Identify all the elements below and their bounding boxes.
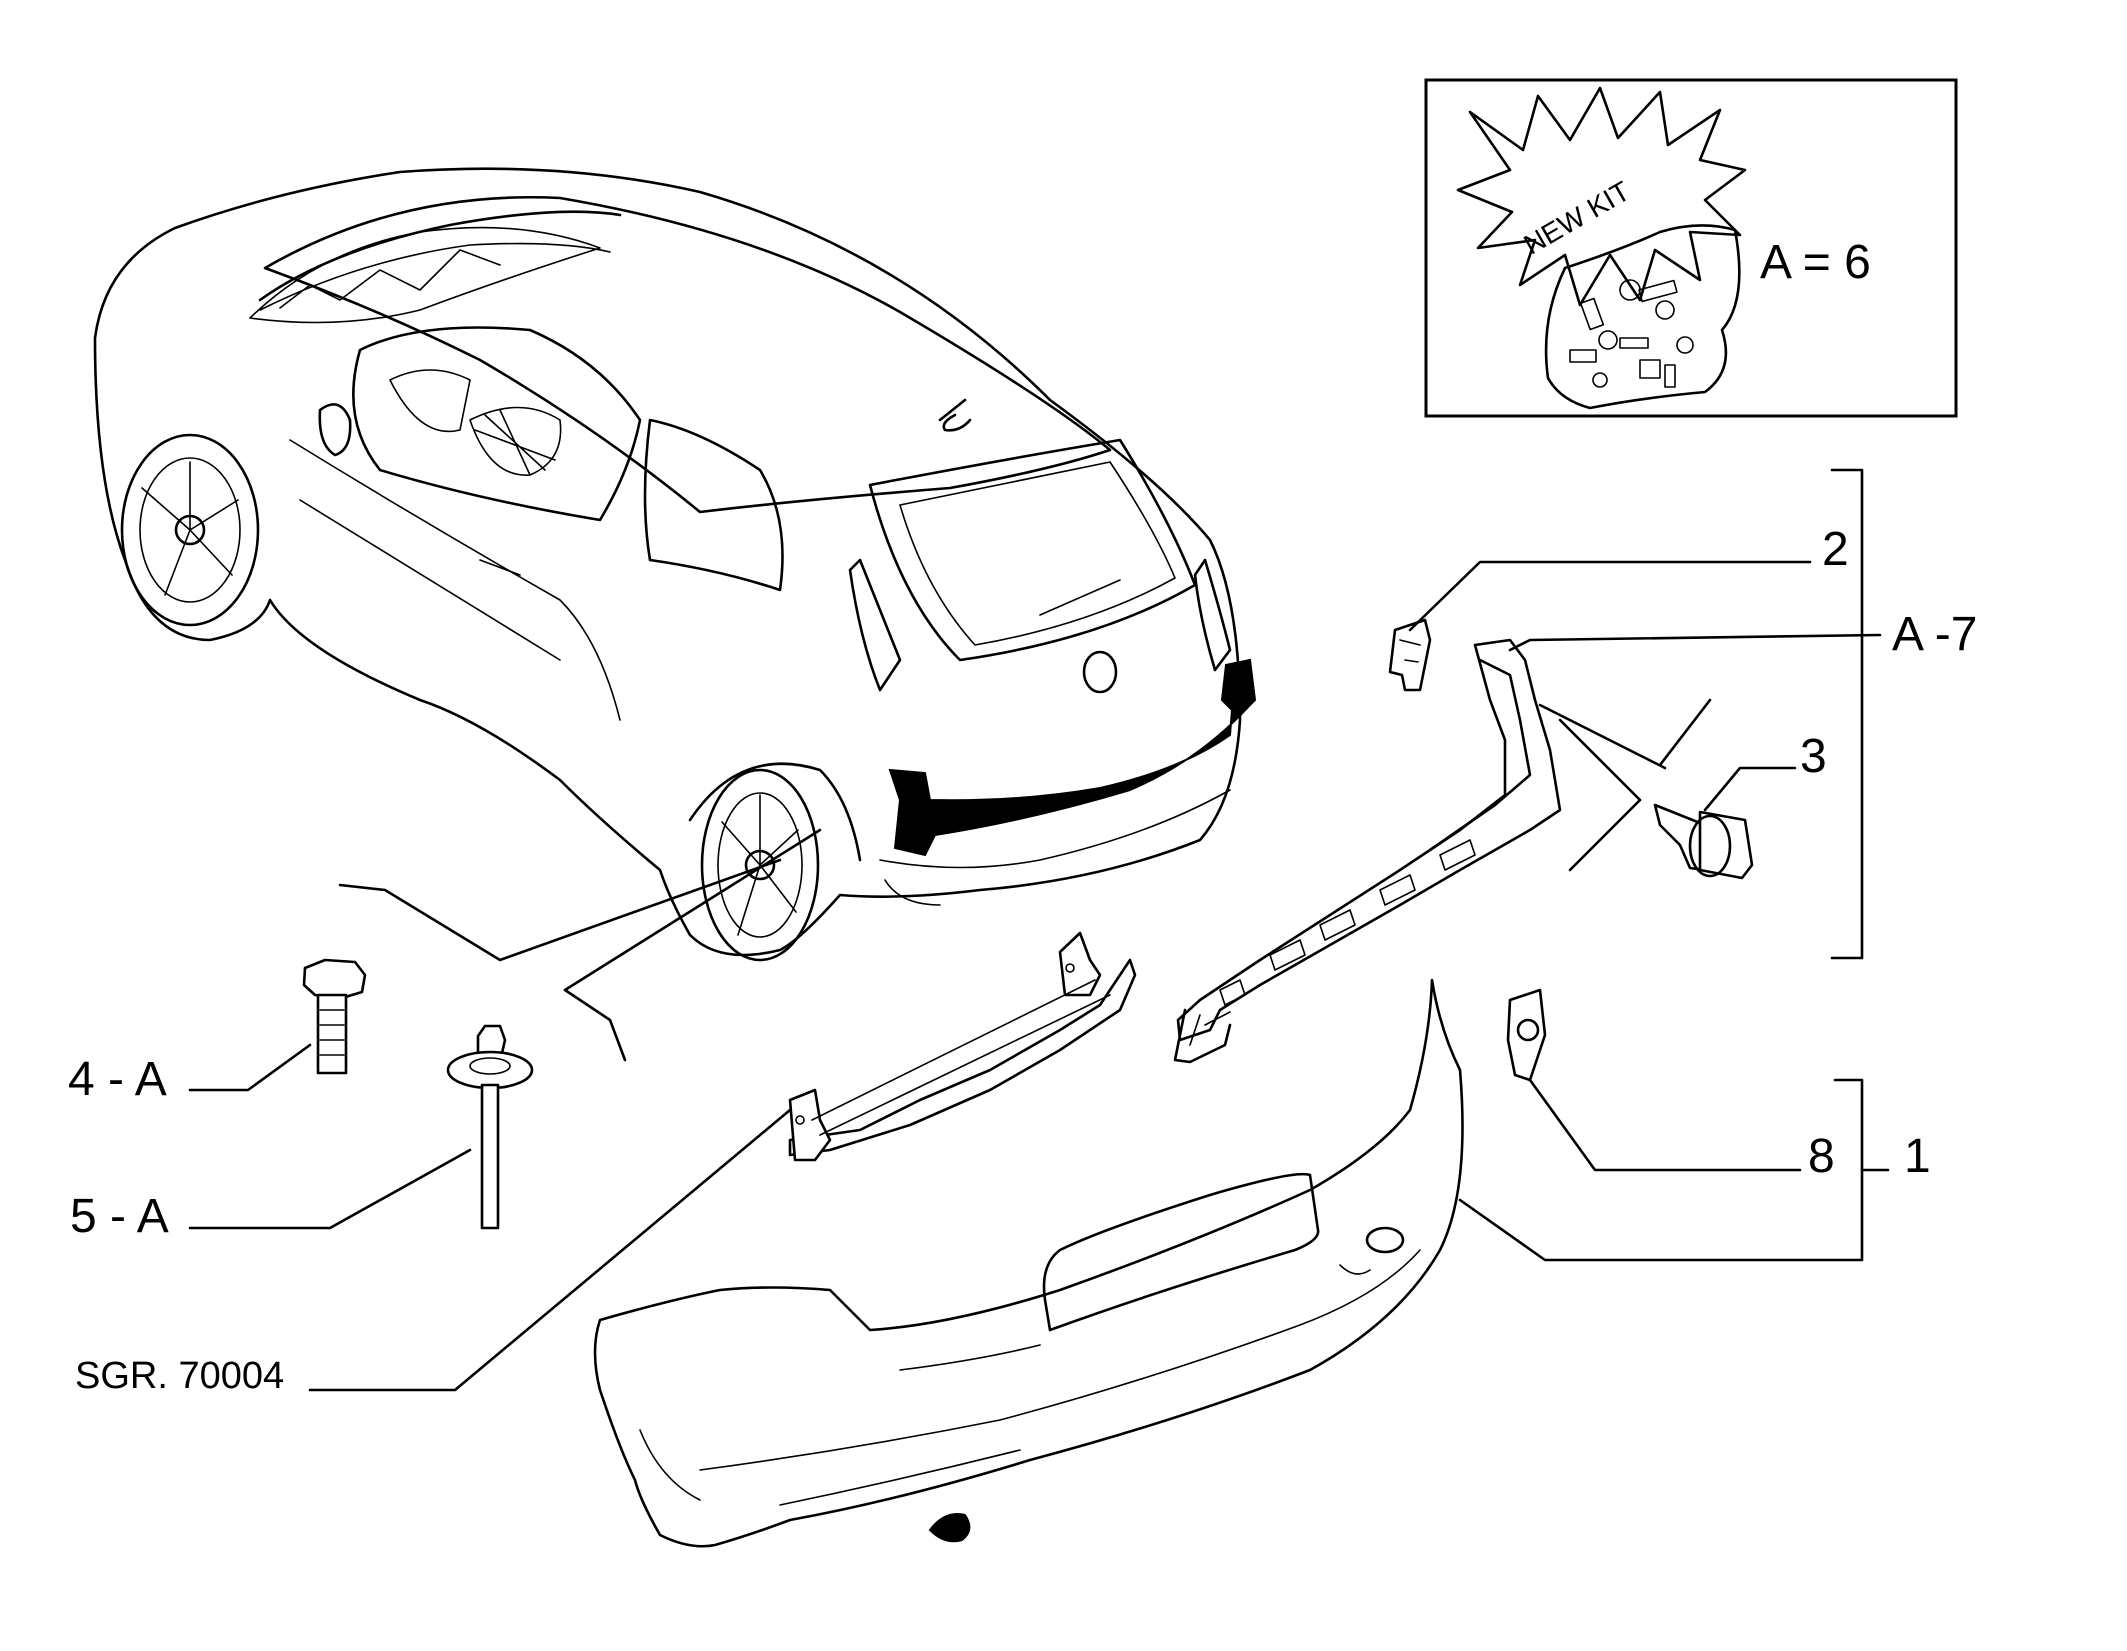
hardware-bag-icon bbox=[1544, 224, 1741, 410]
part-1-bumper-cover bbox=[593, 978, 1464, 1548]
car-bumper-reinforcement-highlight bbox=[888, 658, 1257, 857]
part-4a-bolt bbox=[302, 958, 367, 1075]
car-rear-view-illustration bbox=[93, 167, 1257, 962]
part-8-clip-nut bbox=[1506, 988, 1547, 1082]
new-kit-inset: NEW KIT A = 6 bbox=[1424, 78, 1958, 418]
part-a7-reinforcement-beam bbox=[1173, 638, 1562, 1064]
part-3-push-clip bbox=[1653, 803, 1754, 880]
callout-8: 8 bbox=[1808, 1130, 1835, 1183]
callout-sgr-70004: SGR. 70004 bbox=[75, 1355, 284, 1397]
callout-1: 1 bbox=[1904, 1130, 1931, 1183]
callout-2: 2 bbox=[1822, 523, 1849, 576]
part-5a-rivet bbox=[446, 1024, 534, 1230]
callout-a7: A -7 bbox=[1892, 608, 1977, 661]
kit-quantity-label: A = 6 bbox=[1760, 236, 1871, 289]
leader-lines bbox=[188, 468, 1890, 1392]
inset-frame bbox=[1424, 78, 1958, 418]
callout-3: 3 bbox=[1800, 730, 1827, 783]
callout-4a: 4 - A bbox=[68, 1053, 167, 1106]
new-kit-burst bbox=[1456, 86, 1747, 307]
kit-fasteners-icon bbox=[1569, 279, 1694, 388]
callout-5a: 5 - A bbox=[70, 1190, 169, 1243]
part-crossmember bbox=[788, 931, 1137, 1162]
